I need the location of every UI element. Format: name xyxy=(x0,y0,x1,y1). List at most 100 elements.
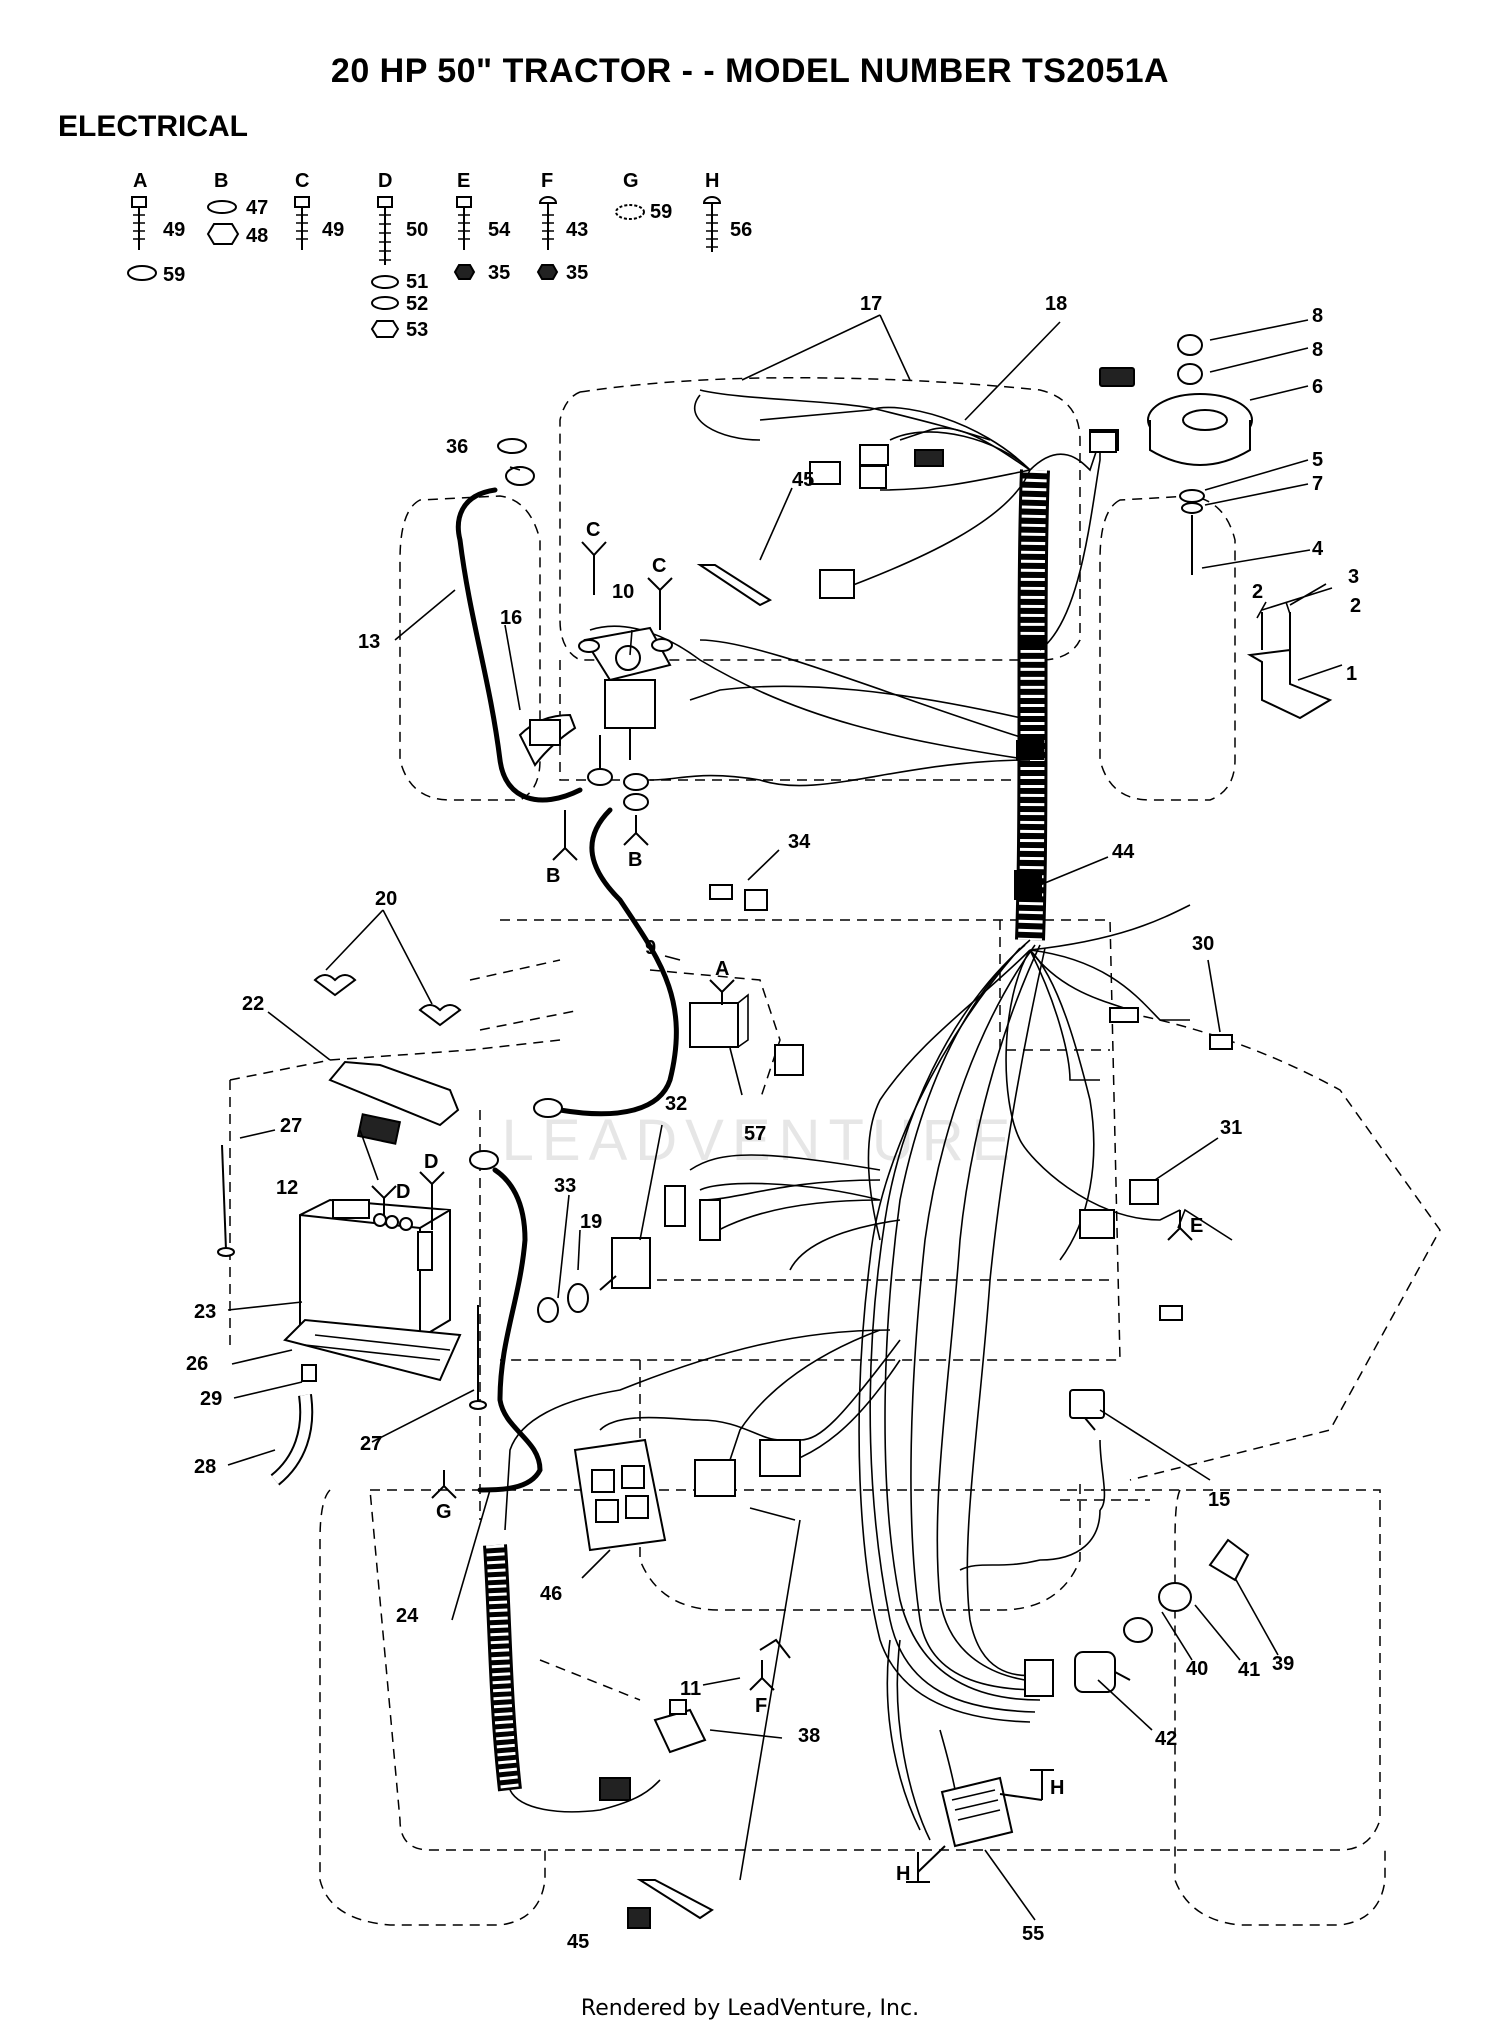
ground-strap-30 xyxy=(1209,1034,1233,1050)
wire-harness xyxy=(504,389,1191,1841)
callout-15: 15 xyxy=(1208,1489,1230,1511)
hw-part-d-1: 50 xyxy=(406,219,428,241)
hw-part-e-2: 35 xyxy=(488,262,510,284)
wire-clip xyxy=(759,1638,791,1659)
ring-terminal xyxy=(651,638,673,652)
ignition-switch xyxy=(1074,1651,1131,1693)
callout-30: 30 xyxy=(1192,933,1214,955)
switch-nut xyxy=(1123,1617,1153,1643)
connector xyxy=(759,1439,801,1477)
connector xyxy=(1079,1209,1115,1239)
connector xyxy=(809,461,841,485)
ring-terminal xyxy=(533,1098,563,1118)
connector xyxy=(627,1907,651,1929)
connector xyxy=(694,1459,736,1497)
callout-13: 13 xyxy=(358,631,380,653)
callout-9: 9 xyxy=(645,937,656,959)
bolt-icon xyxy=(294,196,310,250)
clutch-bracket xyxy=(1246,648,1333,720)
rocker-switch xyxy=(1069,1389,1105,1431)
hw-part-f-1: 43 xyxy=(566,219,588,241)
battery-tray xyxy=(283,1318,462,1382)
hw-part-b-1: 47 xyxy=(246,197,268,219)
ref-d-2: D xyxy=(424,1151,438,1173)
spacer xyxy=(1177,363,1203,385)
wing-nut xyxy=(418,1004,462,1027)
ref-a: A xyxy=(715,958,729,980)
ring-terminal xyxy=(587,768,613,786)
connector xyxy=(699,1199,721,1241)
callout-44: 44 xyxy=(1112,841,1135,863)
cable-tie xyxy=(696,564,773,607)
callout-41: 41 xyxy=(1238,1659,1260,1681)
battery-cable-24 xyxy=(477,1167,543,1493)
hw-part-d-2: 51 xyxy=(406,271,428,293)
callout-8a: 8 xyxy=(1312,305,1323,327)
hw-part-g-1: 59 xyxy=(650,201,672,223)
ignition-key xyxy=(1208,1538,1250,1582)
callout-2a: 2 xyxy=(1252,581,1263,603)
callout-45b: 45 xyxy=(567,1931,589,1953)
battery xyxy=(299,1198,451,1340)
ref-d-1: D xyxy=(396,1181,410,1203)
ref-h-2: H xyxy=(896,1863,910,1885)
washer-icon xyxy=(127,265,157,281)
hose-fitting xyxy=(301,1364,317,1382)
bolt-icon xyxy=(538,196,558,250)
terminal-cover xyxy=(497,438,527,454)
terminal-cover-12 xyxy=(356,1113,402,1145)
bolt-icon xyxy=(456,196,472,250)
connector xyxy=(664,1185,686,1227)
battery-rod-27 xyxy=(221,1144,227,1251)
connector xyxy=(859,465,887,489)
callout-6: 6 xyxy=(1312,376,1323,398)
ring-terminal xyxy=(505,466,535,486)
switch-washer xyxy=(567,1283,589,1313)
callout-11: 11 xyxy=(680,1678,701,1700)
battery-cable-24-conduit xyxy=(483,1544,522,1792)
callout-labels: 1 2 2 3 4 5 6 7 8 8 9 10 11 12 13 15 16 … xyxy=(186,293,1361,1953)
callout-26: 26 xyxy=(186,1353,208,1375)
connector xyxy=(1089,431,1117,453)
battery-cable-13 xyxy=(455,487,583,803)
ring-terminal xyxy=(469,1150,499,1170)
connector xyxy=(709,884,733,900)
callout-4: 4 xyxy=(1312,538,1324,560)
connector xyxy=(1129,1179,1159,1205)
connector xyxy=(914,449,944,467)
callout-5: 5 xyxy=(1312,449,1323,471)
battery-cable-9 xyxy=(557,807,679,1117)
hw-letter-h: H xyxy=(705,170,719,192)
switch-bezel xyxy=(1158,1582,1192,1612)
hw-part-c-1: 49 xyxy=(322,219,344,241)
washer-icon xyxy=(371,275,399,289)
hw-part-a-1: 49 xyxy=(163,219,185,241)
lock-washer-icon xyxy=(371,296,399,310)
bolt-icon xyxy=(377,196,393,265)
seat-switch xyxy=(653,1699,707,1754)
callout-38: 38 xyxy=(798,1725,820,1747)
callout-55: 55 xyxy=(1022,1923,1044,1945)
control-panel xyxy=(573,1438,667,1552)
nut-icon xyxy=(370,320,400,338)
washer xyxy=(1179,489,1205,503)
ref-b-2: B xyxy=(628,849,642,871)
hw-part-h-1: 56 xyxy=(730,219,752,241)
nut-icon xyxy=(206,223,240,245)
relay xyxy=(689,993,749,1048)
ring-terminal xyxy=(623,793,649,811)
switch-nut xyxy=(537,1297,559,1323)
callout-27b: 27 xyxy=(360,1433,382,1455)
ref-b-1: B xyxy=(546,865,560,887)
bolt-icon xyxy=(131,196,147,250)
connector xyxy=(819,569,855,599)
callout-36: 36 xyxy=(446,436,468,458)
callout-12: 12 xyxy=(276,1177,298,1199)
connector xyxy=(1024,1659,1054,1697)
section-title: ELECTRICAL xyxy=(58,110,248,143)
cable-tie xyxy=(636,1879,714,1920)
callout-17: 17 xyxy=(860,293,882,315)
callout-22: 22 xyxy=(242,993,264,1015)
ref-h-1: H xyxy=(1050,1777,1064,1799)
